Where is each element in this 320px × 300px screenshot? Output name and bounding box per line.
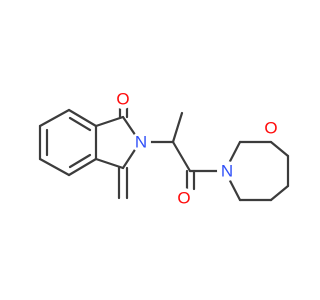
o-amide-label: O <box>177 189 190 208</box>
bond-morph-3 <box>269 140 290 158</box>
bond-benzene-4 <box>67 157 98 177</box>
bond-morph-4 <box>269 184 290 202</box>
bond-benzene-3 <box>38 157 71 177</box>
o-lactam-label: O <box>116 90 129 109</box>
n-morpholine-label: N <box>221 162 233 181</box>
bond-benzene-4-inner <box>68 153 92 169</box>
molecule-structure: O N O N O <box>38 89 290 208</box>
bonds <box>38 99 290 202</box>
bond-ch-camide <box>171 140 192 173</box>
o-morpholine-label: O <box>264 119 277 138</box>
atom-n-morpholine: N <box>217 161 237 181</box>
atom-o-lactam: O <box>113 89 133 109</box>
bond-benzene-1 <box>38 108 71 128</box>
atom-labels: O N O N O <box>113 89 281 208</box>
bond-benzene-6 <box>67 108 98 128</box>
bond-ring5-a <box>94 115 125 128</box>
n-lactam-label: N <box>135 133 147 152</box>
atom-n-lactam: N <box>131 132 151 152</box>
atom-o-morpholine: O <box>261 118 281 138</box>
atom-o-amide: O <box>174 188 194 208</box>
bond-ch-methyl <box>171 111 184 144</box>
bond-benzene-6-inner <box>68 116 92 132</box>
bond-ring5-d <box>94 157 125 170</box>
